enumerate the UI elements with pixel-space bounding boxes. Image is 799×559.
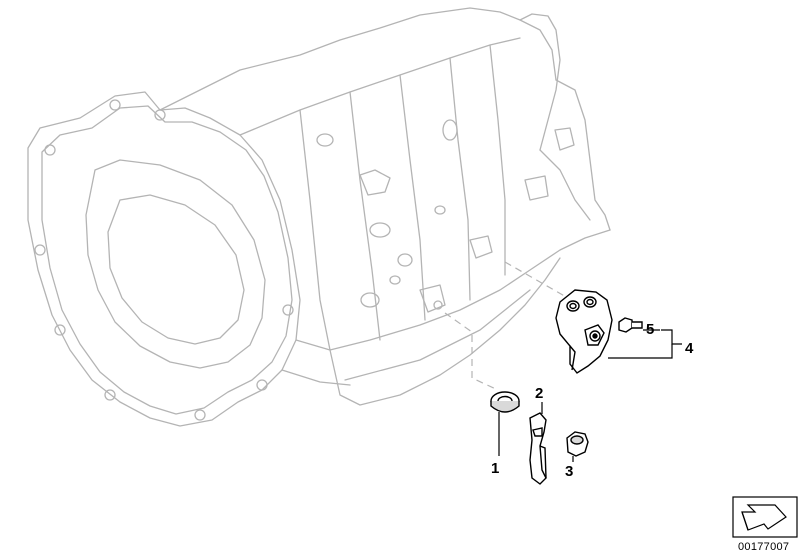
lever-bracket-icon: [529, 412, 547, 485]
mount-bracket-icon: [555, 289, 613, 374]
callout-part-2[interactable]: 2: [535, 385, 544, 402]
diagram-id-label: 00177007: [738, 541, 790, 553]
callout-part-4[interactable]: 4: [685, 340, 694, 357]
dashed-leader-lines: [444, 261, 569, 391]
transmission-housing-illustration: [27, 7, 611, 427]
nut-icon: [566, 431, 589, 457]
callout-part-3[interactable]: 3: [565, 463, 574, 480]
callout-part-1[interactable]: 1: [491, 460, 500, 477]
diagram-navigation-arrow-icon[interactable]: [732, 496, 798, 538]
callout-leader-lines: [498, 329, 682, 462]
bolt-icon: [618, 317, 643, 333]
washer-icon: [490, 391, 520, 413]
callout-part-5[interactable]: 5: [646, 321, 655, 338]
